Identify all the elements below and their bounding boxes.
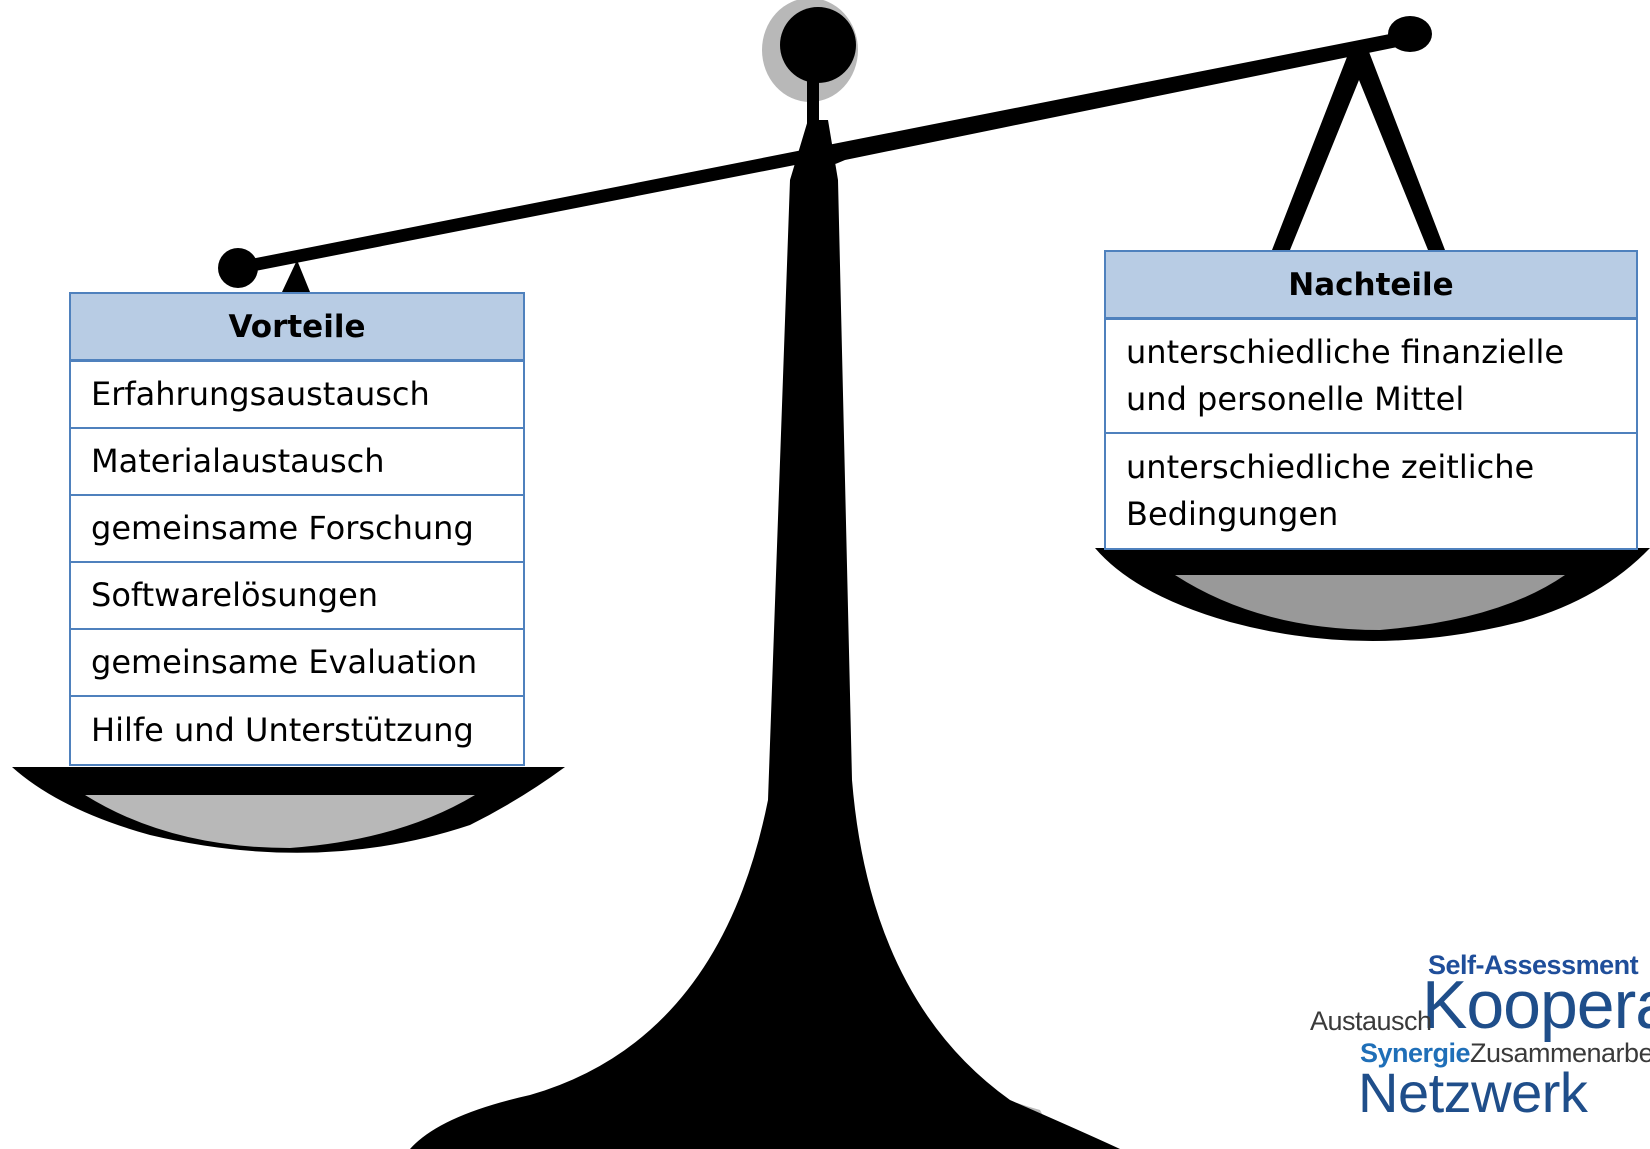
scale-pillar bbox=[410, 120, 1120, 1149]
logo-synergie: Synergie bbox=[1360, 1038, 1471, 1068]
logo-zusammenarbeit: Zusammenarbe bbox=[1470, 1038, 1650, 1068]
logo-koopera: Koopera bbox=[1422, 967, 1650, 1043]
pros-item: gemeinsame Evaluation bbox=[71, 630, 523, 697]
pros-item: Hilfe und Unterstützung bbox=[91, 711, 474, 749]
scale-right-pan-inner bbox=[1175, 575, 1565, 630]
pros-item: gemeinsame Forschung bbox=[71, 496, 523, 563]
scale-right-hanger bbox=[1272, 44, 1445, 250]
logo-self-assessment: Self-Assessment bbox=[1428, 950, 1639, 980]
scale-left-hanger bbox=[282, 260, 310, 292]
logo-austausch: Austausch bbox=[1310, 1006, 1432, 1036]
pros-item: Materialaustausch bbox=[71, 429, 523, 496]
scale-left-pan-inner bbox=[85, 795, 475, 848]
scale-beam-right-end bbox=[1388, 16, 1432, 52]
pros-item: Erfahrungsaustausch bbox=[71, 362, 523, 429]
cons-table: Nachteile unterschiedliche finanzielle u… bbox=[1104, 250, 1638, 550]
cons-item: unterschiedliche zeitliche Bedingungen bbox=[1126, 448, 1535, 533]
pros-table-header: Vorteile bbox=[71, 294, 523, 362]
pros-table: Vorteile Erfahrungsaustausch Materialaus… bbox=[69, 292, 525, 766]
logo-netzwerk: Netzwerk bbox=[1358, 1061, 1588, 1124]
scale-top-knob bbox=[780, 7, 856, 83]
scale-neck bbox=[807, 70, 819, 130]
pros-item: Softwarelösungen bbox=[71, 563, 523, 630]
cons-table-header: Nachteile bbox=[1106, 252, 1636, 320]
scale-beam-left-end bbox=[218, 248, 258, 288]
cons-item: unterschiedliche finanzielle und persone… bbox=[1106, 320, 1636, 434]
netzwerk-logo: Self-Assessment Koopera Austausch Synerg… bbox=[1310, 950, 1650, 1140]
